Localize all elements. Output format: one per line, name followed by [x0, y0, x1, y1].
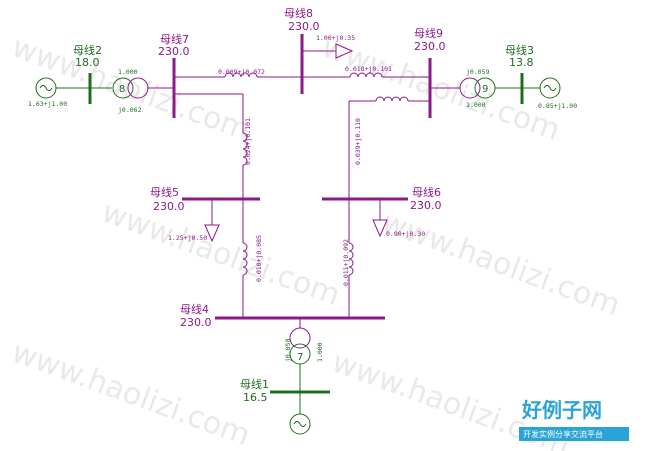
- load-8[interactable]: 1.00+j0.35: [302, 34, 355, 59]
- transformer-8-id: 8: [119, 84, 125, 95]
- logo-title: 好例子网: [521, 398, 602, 422]
- bus-5-voltage: 230.0: [153, 200, 185, 213]
- load-6-value: 0.90+j0.30: [386, 230, 425, 238]
- watermark-layer: www.haolizi.com www.haolizi.com www.haol…: [7, 30, 624, 451]
- bus-7-name: 母线7: [160, 32, 189, 46]
- line-8-9-impedance: 0.018+j0.101: [345, 65, 392, 73]
- line-7-8-impedance: 0.009+j0.072: [218, 68, 265, 76]
- load-arrow-icon: [372, 219, 388, 238]
- bus-7-voltage: 230.0: [158, 45, 190, 58]
- transformer-7[interactable]: 7 j0.058 1.000: [284, 327, 324, 365]
- generator-3-symbol: [539, 77, 561, 99]
- bus-6-voltage: 230.0: [410, 199, 442, 212]
- load-6[interactable]: 0.90+j0.30: [372, 199, 425, 238]
- line-5-4-impedance: 0.010+j0.085: [255, 235, 263, 282]
- logo-subtitle: 开发实例分享交流平台: [523, 429, 603, 439]
- bus-3-voltage: 13.8: [509, 56, 534, 69]
- transformer-7-winding-primary: [289, 327, 311, 349]
- line-6-4-inductor-icon: [348, 242, 354, 276]
- transformer-9-reactance: j0.059: [466, 68, 490, 76]
- load-5[interactable]: 1.25+j0.50: [168, 199, 220, 243]
- generator-1[interactable]: [289, 413, 311, 435]
- load-5-value: 1.25+j0.50: [168, 234, 207, 242]
- bus-1-voltage: 16.5: [243, 391, 268, 404]
- logo-banner: [519, 427, 629, 441]
- generator-3[interactable]: 0.85+j1.00: [538, 77, 577, 110]
- transformer-7-ratio: 1.000: [316, 342, 324, 362]
- site-logo: 好例子网 开发实例分享交流平台: [519, 398, 629, 441]
- bus-4-voltage: 230.0: [180, 316, 212, 329]
- line-7-5-inductor-icon: [242, 132, 248, 166]
- bus-8-name: 母线8: [284, 6, 313, 20]
- watermark: www.haolizi.com: [7, 30, 254, 149]
- transformer-9-id: 9: [482, 84, 488, 95]
- watermark: www.haolizi.com: [97, 195, 344, 314]
- load-arrow-icon: [204, 224, 220, 243]
- transformer-7-id: 7: [297, 352, 303, 363]
- watermark: www.haolizi.com: [7, 335, 254, 451]
- transformer-8-reactance: j0.062: [118, 106, 142, 114]
- transformer-9-winding-primary: [459, 77, 481, 99]
- bus-9-voltage: 230.0: [414, 40, 446, 53]
- bus-2-voltage: 18.0: [75, 56, 100, 69]
- transformer-9-ratio: 1.000: [466, 101, 486, 109]
- line-7-8-inductor-icon: [224, 72, 258, 78]
- line-9-6-impedance: 0.039+j0.110: [354, 118, 362, 165]
- sine-wave-icon: [39, 85, 53, 91]
- bus-4-name: 母线4: [180, 302, 209, 316]
- transformer-7-reactance: j0.058: [284, 338, 292, 362]
- sine-wave-icon: [543, 85, 557, 91]
- bus-2-name: 母线2: [73, 43, 102, 57]
- generator-3-output: 0.85+j1.00: [538, 102, 577, 110]
- bus-3-name: 母线3: [505, 43, 534, 57]
- bus-9-name: 母线9: [414, 26, 443, 40]
- load-8-value: 1.00+j0.35: [316, 34, 355, 42]
- transformer-8-winding-primary: [112, 77, 134, 99]
- generator-1-symbol: [289, 413, 311, 435]
- load-arrow-icon: [335, 43, 354, 59]
- bus-8-voltage: 230.0: [288, 20, 320, 33]
- generator-2[interactable]: 1.63+j1.00: [28, 77, 67, 108]
- bus-6-name: 母线6: [412, 185, 441, 199]
- bus9-branch-inductor-icon: [375, 96, 409, 102]
- line-6-4-impedance: 0.011+j0.092: [342, 239, 350, 286]
- transformer-8-ratio: 1.000: [118, 68, 138, 76]
- sine-wave-icon: [293, 421, 307, 427]
- line-5-4-inductor-icon: [242, 242, 248, 276]
- line-8-9-inductor-icon: [349, 72, 383, 78]
- bus-5-name: 母线5: [150, 185, 179, 199]
- generator-2-output: 1.63+j1.00: [28, 100, 67, 108]
- bus-1-name: 母线1: [240, 377, 269, 391]
- watermark: www.haolizi.com: [377, 205, 624, 324]
- line-7-5-impedance: 0.024+j0.101: [244, 118, 252, 165]
